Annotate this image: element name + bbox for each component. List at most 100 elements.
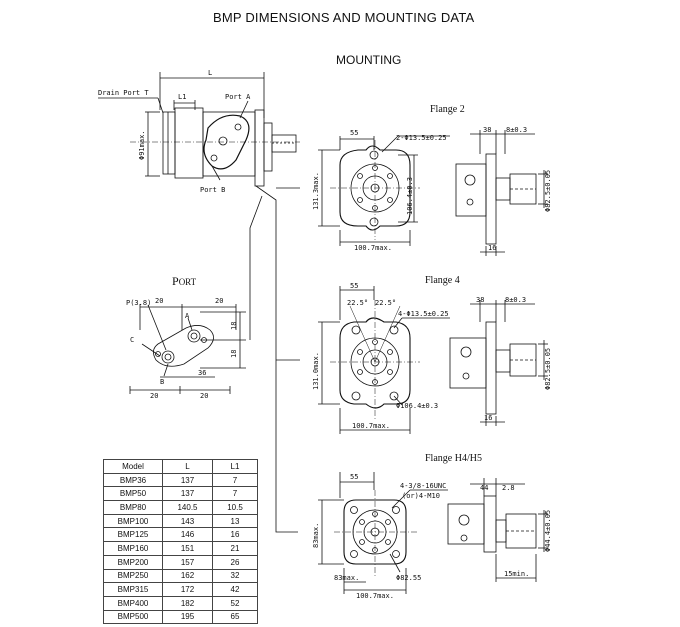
cell-l: 137: [162, 472, 213, 488]
cell-l1: 26: [212, 554, 258, 570]
port-dim-18b: 18: [230, 350, 238, 358]
cell-model: BMP250: [103, 568, 163, 584]
port-b-letter: B: [160, 378, 164, 386]
header-l: L: [162, 459, 213, 474]
fH-holes-b: (or)4-M10: [402, 492, 440, 500]
flange2-title: Flange 2: [430, 104, 465, 115]
port-dim-18a: 18: [230, 322, 238, 330]
cell-model: BMP50: [103, 486, 163, 502]
fH-d82: Φ82.55: [396, 574, 421, 582]
f4-d106: Φ106.4±0.3: [396, 402, 438, 410]
f2-d16: 16: [488, 244, 496, 252]
header-model: Model: [103, 459, 163, 474]
page-title: BMP DIMENSIONS AND MOUNTING DATA: [213, 10, 475, 25]
fH-d28: 2.8: [502, 484, 515, 492]
table-header-row: Model L L1: [103, 459, 258, 474]
flangeH-front-view: [318, 472, 448, 594]
f2-d55: 55: [350, 129, 358, 137]
dim-l-label: L: [208, 69, 212, 77]
fH-d444: Φ44.4±0.05: [544, 510, 552, 552]
cell-l: 195: [162, 609, 213, 625]
port-p-label: P(3.8): [126, 299, 151, 307]
cell-model: BMP160: [103, 541, 163, 556]
port-dim-20b: 20: [215, 297, 223, 305]
cell-l: 137: [162, 486, 213, 502]
flange2-side-view: [455, 130, 548, 256]
fH-d55: 55: [350, 473, 358, 481]
drain-port-label: Drain Port T: [98, 89, 149, 97]
cell-model: BMP36: [103, 472, 163, 488]
flangeH-side-view: [447, 478, 548, 582]
port-heading: PORT: [172, 272, 196, 290]
cell-model: BMP200: [103, 554, 163, 570]
f4-d8: 8±0.3: [505, 296, 526, 304]
flange4-title: Flange 4: [425, 275, 460, 286]
port-view: [129, 304, 246, 394]
f4-d16: 16: [484, 414, 492, 422]
cell-l1: 52: [212, 595, 258, 611]
f4-d82: Φ82.5±0.05: [544, 348, 552, 390]
header-l1: L1: [212, 459, 258, 474]
f4-d38: 38: [476, 296, 484, 304]
cell-model: BMP100: [103, 513, 163, 529]
dim-diameter-label: Φ91max.: [138, 130, 146, 160]
fH-d83: 83max.: [334, 574, 359, 582]
f2-d8: 8±0.3: [506, 126, 527, 134]
f2-d106: 106.4±0.3: [406, 177, 414, 215]
cell-model: BMP315: [103, 582, 163, 597]
port-dim-20a: 20: [155, 297, 163, 305]
fH-d44: 44: [480, 484, 488, 492]
f2-d131: 131.3max.: [312, 172, 320, 210]
port-a-letter: A: [185, 312, 190, 320]
cell-l1: 10.5: [212, 500, 258, 515]
cell-l: 162: [162, 568, 213, 584]
flange4-side-view: [449, 300, 548, 426]
port-c-label: C: [130, 336, 134, 344]
fH-d100: 100.7max.: [356, 592, 394, 600]
f4-d55: 55: [350, 282, 358, 290]
motor-side-view: [98, 72, 300, 533]
cell-l: 143: [162, 513, 213, 529]
cell-l1: 7: [212, 486, 258, 502]
port-dim-36: 36: [198, 369, 206, 377]
mounting-heading: MOUNTING: [336, 53, 402, 67]
f4-d100: 100.7max.: [352, 422, 390, 430]
cell-l1: 13: [212, 513, 258, 529]
flange2-front-view: [318, 135, 450, 246]
cell-l1: 21: [212, 541, 258, 556]
port-a-label: Port A: [225, 93, 251, 101]
f4-angle-b: 22.5°: [375, 299, 396, 307]
cell-l: 172: [162, 582, 213, 597]
dim-l1-label: L1: [178, 93, 186, 101]
cell-model: BMP80: [103, 500, 163, 515]
f4-angle-a: 22.5°: [347, 299, 368, 307]
cell-l1: 16: [212, 527, 258, 543]
f2-holes: 2-Φ13.5±0.25: [396, 134, 447, 142]
fH-d83max: 83max.: [312, 523, 320, 548]
cell-l: 182: [162, 595, 213, 611]
port-dim-20d: 20: [200, 392, 208, 400]
cell-l: 140.5: [162, 500, 213, 515]
flangeH-title: Flange H4/H5: [425, 453, 482, 464]
f2-d100: 100.7max.: [354, 244, 392, 252]
port-heading-rest: ORT: [178, 277, 197, 287]
cell-model: BMP500: [103, 609, 163, 625]
cell-model: BMP400: [103, 595, 163, 611]
f4-holes: 4-Φ13.5±0.25: [398, 310, 449, 318]
f2-d82: Φ82.5±0.05: [544, 170, 552, 212]
cell-l: 146: [162, 527, 213, 543]
port-b-label: Port B: [200, 186, 225, 194]
cell-model: BMP125: [103, 527, 163, 543]
cell-l1: 42: [212, 582, 258, 597]
